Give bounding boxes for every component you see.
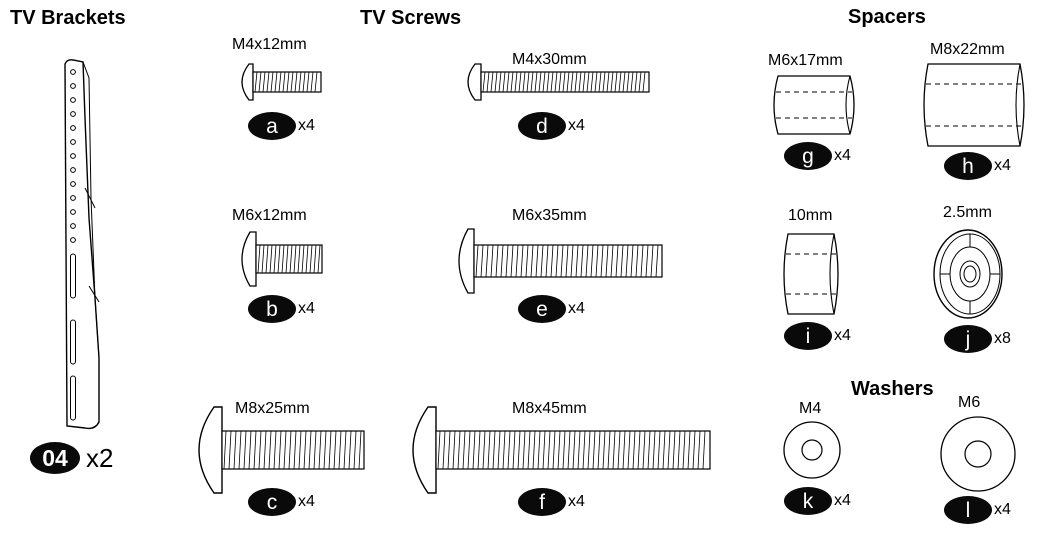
washer-k-letter: k bbox=[784, 487, 832, 515]
spacer-j-size: 2.5mm bbox=[943, 204, 992, 221]
screw-f-quantity: x4 bbox=[568, 493, 585, 510]
spacer-j-illustration bbox=[933, 229, 1003, 319]
screw-a-quantity: x4 bbox=[298, 117, 315, 134]
screw-e-letter: e bbox=[518, 295, 566, 323]
thread-pattern bbox=[482, 71, 646, 93]
screw-d-size: M4x30mm bbox=[512, 51, 587, 68]
spacers-heading: Spacers bbox=[848, 6, 926, 28]
screw-b-badge: b x4 bbox=[248, 295, 315, 323]
thread-pattern bbox=[437, 430, 706, 470]
spacer-h-letter: h bbox=[944, 152, 992, 180]
spacer-g-badge: g x4 bbox=[784, 142, 851, 170]
spacer-i-quantity: x4 bbox=[834, 327, 851, 344]
bracket-quantity: x2 bbox=[86, 442, 114, 473]
screw-b-letter: b bbox=[248, 295, 296, 323]
spacer-h-illustration bbox=[923, 63, 1025, 147]
washer-l-illustration bbox=[940, 416, 1016, 492]
screw-b-quantity: x4 bbox=[298, 300, 315, 317]
spacer-j-badge: j x8 bbox=[944, 325, 1011, 353]
screw-d-badge: d x4 bbox=[518, 112, 585, 140]
spacer-i-letter: i bbox=[784, 322, 832, 350]
washer-k-badge: k x4 bbox=[784, 487, 851, 515]
screw-d-letter: d bbox=[518, 112, 566, 140]
screw-e-illustration bbox=[458, 228, 663, 294]
bracket-badge: 04 x2 bbox=[30, 442, 113, 474]
tv-brackets-heading: TV Brackets bbox=[10, 7, 126, 29]
thread-pattern bbox=[257, 244, 321, 274]
thread-pattern bbox=[254, 71, 318, 93]
screw-f-illustration bbox=[412, 406, 711, 494]
washer-l-letter: l bbox=[944, 496, 992, 524]
screw-e-size: M6x35mm bbox=[512, 207, 587, 224]
washer-k-size: M4 bbox=[799, 400, 822, 417]
spacer-h-badge: h x4 bbox=[944, 152, 1011, 180]
spacer-i-illustration bbox=[783, 233, 839, 315]
washer-k-illustration bbox=[783, 421, 841, 479]
spacer-i-badge: i x4 bbox=[784, 322, 851, 350]
screw-b-size: M6x12mm bbox=[232, 207, 307, 224]
thread-pattern bbox=[475, 244, 659, 278]
screw-b-illustration bbox=[241, 231, 323, 287]
screw-c-illustration bbox=[198, 406, 365, 494]
tv-screws-heading: TV Screws bbox=[360, 7, 462, 29]
bracket-part-id: 04 bbox=[30, 442, 80, 474]
screw-d-quantity: x4 bbox=[568, 117, 585, 134]
spacer-g-quantity: x4 bbox=[834, 147, 851, 164]
screw-c-badge: c x4 bbox=[248, 488, 315, 516]
washer-l-size: M6 bbox=[958, 394, 981, 411]
thread-pattern bbox=[223, 430, 362, 470]
screw-c-letter: c bbox=[248, 488, 296, 516]
screw-a-letter: a bbox=[248, 112, 296, 140]
washers-heading: Washers bbox=[851, 378, 934, 400]
spacer-j-letter: j bbox=[944, 325, 992, 353]
screw-a-size: M4x12mm bbox=[232, 36, 307, 53]
screw-f-size: M8x45mm bbox=[512, 400, 587, 417]
screw-e-quantity: x4 bbox=[568, 300, 585, 317]
screw-d-illustration bbox=[467, 63, 650, 101]
tv-bracket-illustration bbox=[64, 59, 100, 430]
spacer-h-size: M8x22mm bbox=[930, 41, 1005, 58]
spacer-h-quantity: x4 bbox=[994, 157, 1011, 174]
spacer-g-illustration bbox=[773, 75, 855, 135]
washer-k-quantity: x4 bbox=[834, 492, 851, 509]
screw-f-letter: f bbox=[518, 488, 566, 516]
screw-a-badge: a x4 bbox=[248, 112, 315, 140]
spacer-j-quantity: x8 bbox=[994, 330, 1011, 347]
spacer-g-size: M6x17mm bbox=[768, 52, 843, 69]
screw-e-badge: e x4 bbox=[518, 295, 585, 323]
washer-l-badge: l x4 bbox=[944, 496, 1011, 524]
washer-l-quantity: x4 bbox=[994, 501, 1011, 518]
spacer-g-letter: g bbox=[784, 142, 832, 170]
spacer-i-size: 10mm bbox=[788, 207, 833, 224]
screw-f-badge: f x4 bbox=[518, 488, 585, 516]
screw-c-size: M8x25mm bbox=[235, 400, 310, 417]
screw-c-quantity: x4 bbox=[298, 493, 315, 510]
screw-a-illustration bbox=[241, 63, 322, 101]
